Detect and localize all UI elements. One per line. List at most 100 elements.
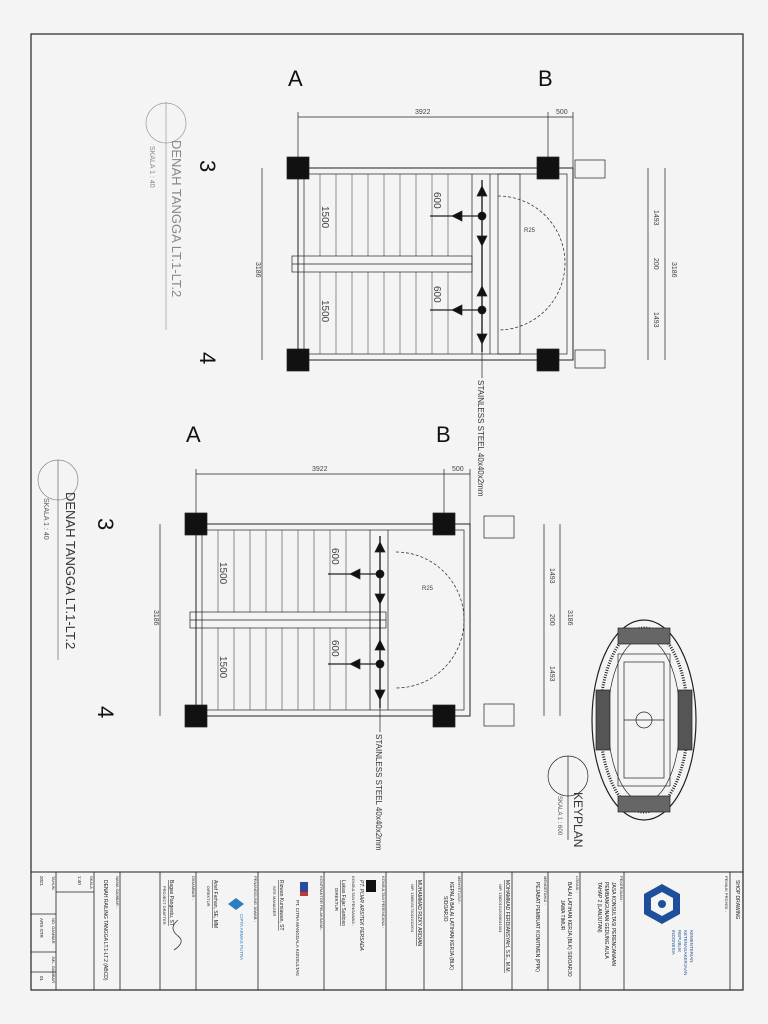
ministry-line-3: REPUBLIK <box>677 930 682 952</box>
ppk-name: MOHAMMAD FERDIANSYAH, S.E., M.M. <box>504 880 510 973</box>
view-scale-top: SKALA 1 : 40 <box>148 146 155 188</box>
dim-half-a: 1493 <box>652 210 659 226</box>
head-role-2: SIDOARJO <box>442 896 448 922</box>
dim-half-b: 1493 <box>652 312 659 328</box>
stair-plan-bottom: A B 3 4 3922 500 3186 3186 1493 200 1493 <box>37 422 573 851</box>
dim-width-side-2: 500 <box>452 466 464 473</box>
contractor-firm: PT. CITRA MANGGALA KONSULTAN <box>295 900 300 976</box>
meta-col-scale: SKALA <box>89 876 94 889</box>
pj-logo <box>228 898 244 910</box>
drawing-label: NAMA GAMBAR : <box>115 876 120 908</box>
dim-landing-c: 600 <box>329 548 340 565</box>
sheet-label: SHOP DRAWING <box>734 880 740 920</box>
keyplan-scale: SKALA 1 : 600 <box>556 796 562 836</box>
dim-flight-c: 1500 <box>217 562 228 585</box>
view-title-bottom: DENAH TANGGA LT.1-LT.2 <box>63 492 78 649</box>
dim-landing-b: 600 <box>431 286 442 303</box>
dim-depth-left: 3186 <box>254 262 261 278</box>
view-scale-bottom: SKALA 1 : 40 <box>42 498 49 540</box>
contractor-name: Rizwan Kurniawan, ST <box>278 880 284 931</box>
head-role-1: KEPALA BALAI LATIHAN KERJA (BLK) <box>448 882 454 970</box>
keyplan-title: KEYPLAN <box>571 792 585 847</box>
view-title-top: DENAH TANGGA LT.1-LT.2 <box>169 140 184 297</box>
location-label: LOKASI : <box>575 876 580 893</box>
ministry-line-4: INDONESIA <box>671 930 676 955</box>
drafter-name: Bagas Pangestu, ST <box>168 880 174 926</box>
owner-label: PEMILIK PROYEK : <box>724 876 729 912</box>
dim-depth-right: 3186 <box>670 262 677 278</box>
contractor-logo <box>300 882 308 892</box>
drafter-signature <box>172 919 182 951</box>
meta-val-count: 01 <box>39 976 44 982</box>
dim-width-main-2: 3922 <box>312 466 328 473</box>
grid-label-4-2: 4 <box>93 706 118 718</box>
pj-name: Arief Farhan, SE, MM <box>212 880 218 928</box>
sheet-border <box>30 33 744 991</box>
dim-half-a-2: 1493 <box>548 568 555 584</box>
pj-firm: CIPTA ARMAS PUTRA <box>239 914 244 960</box>
dim-width-side: 500 <box>556 109 568 116</box>
grid-label-a-2: A <box>186 422 201 447</box>
dim-flight-d: 1500 <box>217 656 228 679</box>
meta-col-year: TAHUN <box>51 876 56 890</box>
meta-val-number: ARS-STR <box>39 918 44 939</box>
project-line-1: JASA KONSULTASI PERENCANAAN <box>610 882 616 966</box>
dim-width-main: 3922 <box>415 109 431 116</box>
contractor-role: SITE MANAGER <box>272 886 277 916</box>
project-line-2: PEMBANGUNAN GEDUNG AULA <box>603 882 609 959</box>
location-line-1: BALAI LATIHAN KERJA (BLK) SIDOARJO <box>566 882 572 977</box>
meta-col-number: NO. GAMBAR <box>51 918 56 944</box>
dim-flight-a: 1500 <box>319 206 330 229</box>
project-label: PEKERJAAN : <box>619 876 624 902</box>
title-block-text: SHOP DRAWING PEMILIK PROYEK : KEMENTERIA… <box>39 876 740 983</box>
railing-note-bottom: STAINLESS STEEL 40x40x2mm <box>374 734 383 851</box>
planner-label: KONSULTAN PERENCANA : <box>381 876 386 928</box>
stair-plan-top: A B 3 4 3922 500 3186 3186 1493 200 1493 <box>145 66 677 497</box>
project-line-3: TAHAP 2 (LANJUTAN) <box>596 882 602 933</box>
grid-label-3-2: 3 <box>93 518 118 530</box>
head-nip: NIP. 198503172011011004 <box>410 884 415 933</box>
dim-gap-2: 200 <box>548 614 555 626</box>
dim-landing-d: 600 <box>329 640 340 657</box>
ministry-line-1: KEMENTERIAN <box>689 930 694 963</box>
head-label: MENYETUJUI : <box>457 876 462 904</box>
title-block <box>31 872 731 990</box>
grid-label-3: 3 <box>195 160 220 172</box>
supervisor-role: DIREKTUR <box>334 888 339 912</box>
supervisor-label: KONSULTAN PENGAWAS : <box>351 876 356 926</box>
grid-label-a: A <box>288 66 303 91</box>
drafter-role: PROJECT DRAFTER <box>162 886 167 925</box>
dim-radius-2: R25 <box>422 586 434 592</box>
dim-depth-left-2: 3186 <box>152 610 159 626</box>
supervisor-name: Lukas Fajar Santoso <box>340 880 346 926</box>
grid-label-4: 4 <box>195 352 220 364</box>
grid-label-b-2: B <box>436 422 451 447</box>
pj-label: PENANGGUNG JAWAB : <box>253 876 258 922</box>
contractor-label: KONTRAKTOR PELAKSANA : <box>319 876 324 931</box>
location-line-2: JAWA TIMUR <box>559 900 565 931</box>
meta-val-scale: 1:40 <box>77 876 82 885</box>
railing-note-top: STAINLESS STEEL 40x40x2mm <box>476 380 485 497</box>
dim-landing-a: 600 <box>431 192 442 209</box>
pj-role: DIREKTUR <box>206 886 211 907</box>
dim-depth-right-2: 3186 <box>566 610 573 626</box>
dim-half-b-2: 1493 <box>548 666 555 682</box>
dim-flight-b: 1500 <box>319 300 330 323</box>
head-name: MUHAMMAD RIZKY ARDIAN <box>416 880 422 946</box>
dim-gap: 200 <box>652 258 659 270</box>
grid-label-b: B <box>538 66 553 91</box>
meta-val-year: 2021 <box>39 876 44 887</box>
dim-radius: R25 <box>524 228 536 234</box>
keyplan-drawing: KEYPLAN SKALA 1 : 600 <box>547 619 697 847</box>
planner-firm: PT. PIJAR ARSITEK PERSADA <box>358 880 364 951</box>
drawing-name: DENAH RAILING TANGGA LT.1-LT.2 (ABCD) <box>102 880 108 981</box>
ministry-line-2: KETENAGAKERJAAN <box>683 930 688 975</box>
ppk-label: MENGETAHUI : <box>543 876 548 905</box>
drafter-label: DIGAMBAR : <box>191 876 196 900</box>
ppk-nip: NIP. 198201012006041004 <box>498 884 503 933</box>
meta-col-count: JML. GAMBAR <box>51 956 56 983</box>
ppk-role: PEJABAT PEMBUAT KOMITMEN (PPK) <box>534 882 540 972</box>
planner-logo <box>366 880 376 892</box>
